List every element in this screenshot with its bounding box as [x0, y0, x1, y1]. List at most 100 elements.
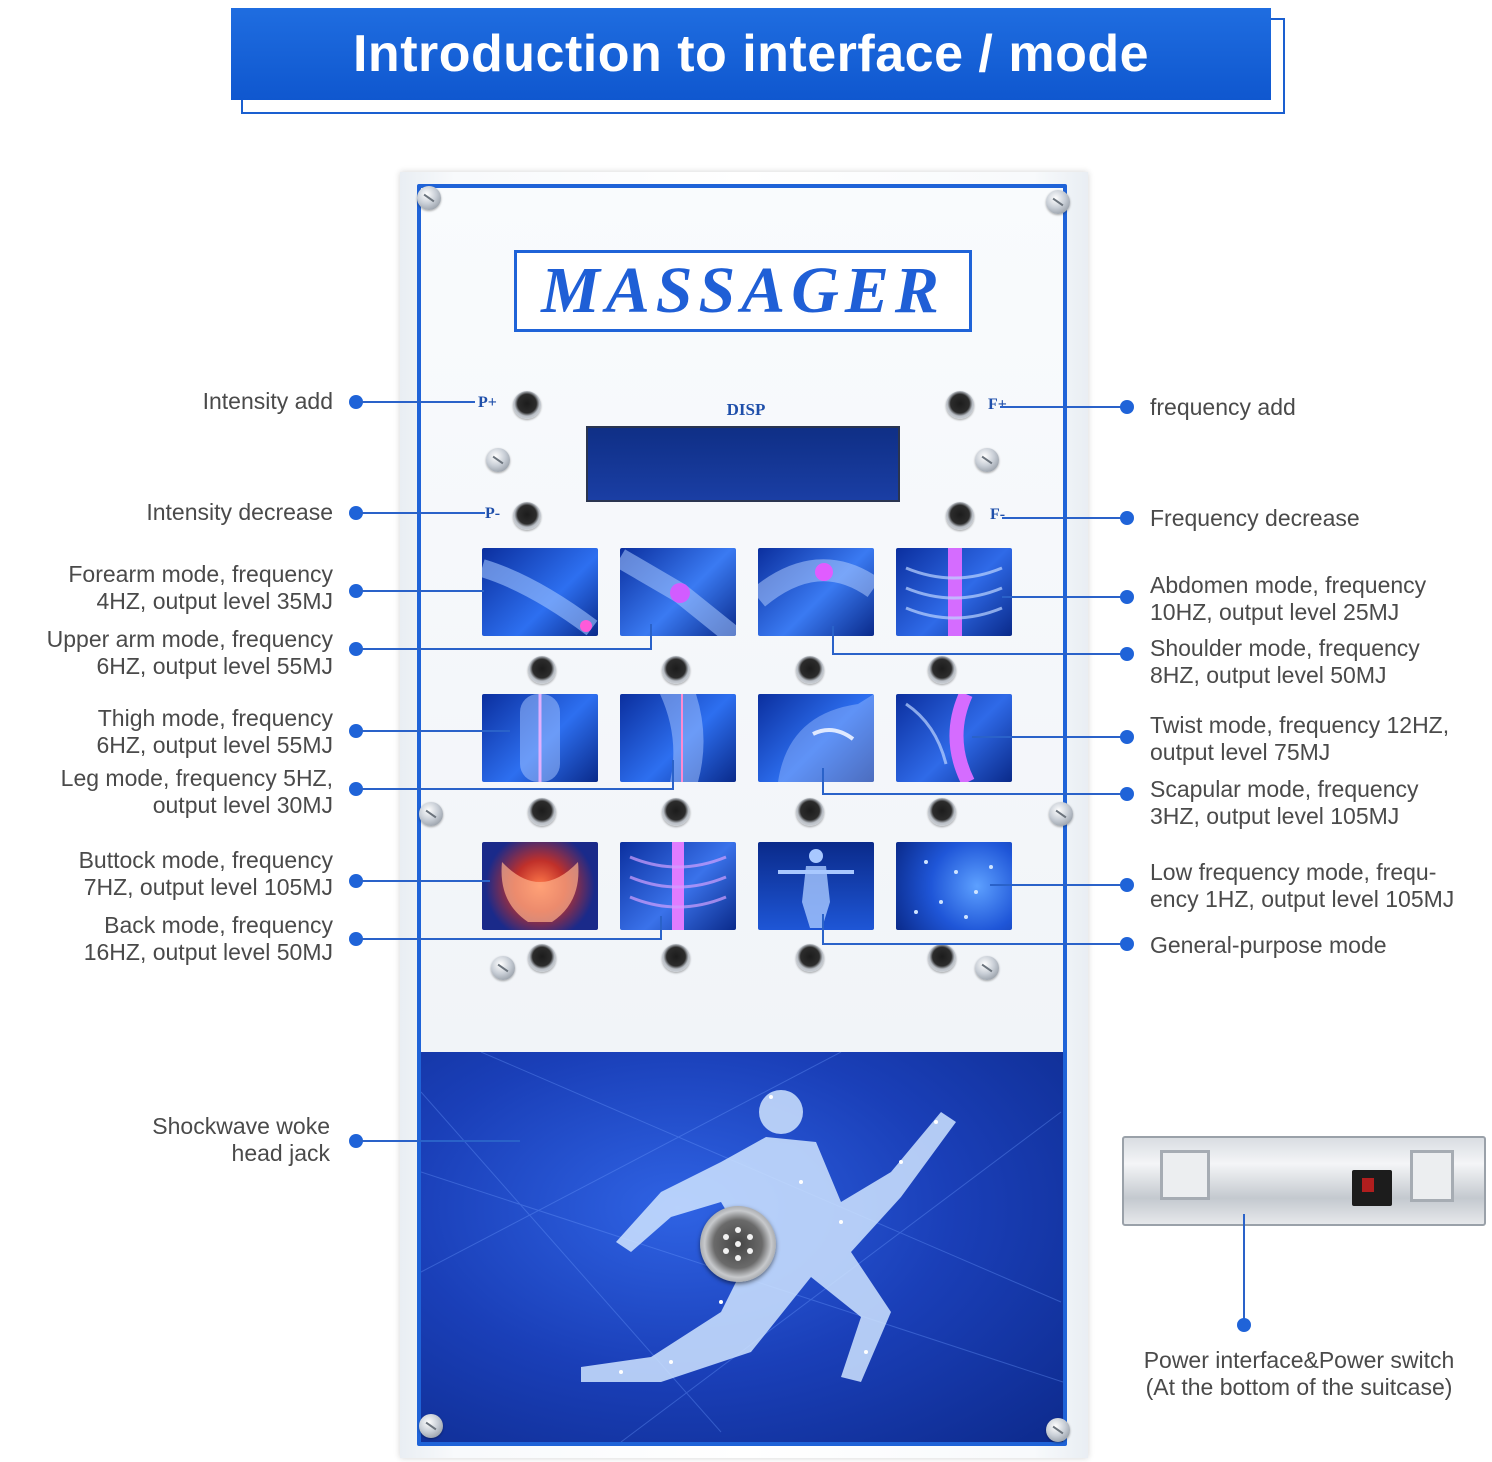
- callout-scapular-line1: Scapular mode, frequency: [1150, 776, 1419, 802]
- callout-thigh-line1: Thigh mode, frequency: [97, 705, 333, 731]
- screw-icon: [419, 1414, 443, 1438]
- callout-abdomen-line2: 10HZ, output level 25MJ: [1150, 599, 1400, 625]
- callout-line: [360, 938, 660, 940]
- callout-line: [360, 730, 510, 732]
- frequency-decrease-button[interactable]: [946, 502, 974, 530]
- p-plus-key-label: P+: [478, 394, 497, 411]
- mode-button[interactable]: [662, 944, 690, 972]
- mode-button[interactable]: [928, 798, 956, 826]
- callout-shoulder-line1: Shoulder mode, frequency: [1150, 635, 1420, 661]
- callout-intensity-add: Intensity add: [202, 388, 333, 414]
- callout-dot: [1120, 937, 1134, 951]
- intensity-decrease-button[interactable]: [513, 502, 541, 530]
- callout-twist-line2: output level 75MJ: [1150, 739, 1331, 765]
- callout-line: [822, 768, 824, 794]
- f-plus-key-label: F+: [988, 396, 1007, 413]
- screw-icon: [1046, 190, 1070, 214]
- callout-line: [822, 943, 1122, 945]
- callout-upper-arm: Upper arm mode, frequency 6HZ, output le…: [0, 626, 333, 680]
- callout-line: [990, 884, 1122, 886]
- callout-dot: [349, 724, 363, 738]
- jack-connector-icon[interactable]: [700, 1206, 776, 1282]
- mode-button[interactable]: [662, 656, 690, 684]
- callout-line: [360, 788, 672, 790]
- power-switch-icon[interactable]: [1352, 1170, 1392, 1206]
- callout-line: [360, 512, 485, 514]
- callout-dot: [1237, 1318, 1251, 1332]
- brand-title: MASSAGER: [541, 254, 945, 327]
- callout-power: Power interface&Power switch (At the bot…: [1110, 1347, 1488, 1401]
- callout-line: [672, 760, 674, 790]
- callout-line: [832, 653, 1122, 655]
- callout-upper-arm-line2: 6HZ, output level 55MJ: [96, 653, 333, 679]
- screw-icon: [975, 448, 999, 472]
- callout-back-line1: Back mode, frequency: [104, 912, 333, 938]
- low-frequency-image: [896, 842, 1012, 930]
- p-minus-key-label: P-: [485, 505, 501, 522]
- callout-frequency-decrease: Frequency decrease: [1150, 505, 1360, 531]
- callout-buttock: Buttock mode, frequency 7HZ, output leve…: [0, 847, 333, 901]
- callout-forearm-line2: 4HZ, output level 35MJ: [96, 588, 333, 614]
- callout-line: [360, 401, 475, 403]
- screw-icon: [975, 956, 999, 980]
- brand-box: MASSAGER: [514, 250, 972, 332]
- mode-button[interactable]: [796, 656, 824, 684]
- callout-dot: [349, 932, 363, 946]
- screw-icon: [486, 448, 510, 472]
- mode-button[interactable]: [662, 798, 690, 826]
- callout-abdomen-line1: Abdomen mode, frequency: [1150, 572, 1427, 598]
- callout-dot: [349, 1134, 363, 1148]
- callout-line: [1002, 596, 1122, 598]
- callout-jack-line2: head jack: [231, 1140, 330, 1166]
- mode-button[interactable]: [928, 656, 956, 684]
- callout-dot: [1120, 647, 1134, 661]
- callout-line: [650, 624, 652, 650]
- lcd-display: [586, 426, 900, 502]
- callout-line: [822, 793, 1122, 795]
- callout-dot: [349, 506, 363, 520]
- callout-dot: [1120, 730, 1134, 744]
- forearm-image: [482, 548, 598, 636]
- thigh-image: [482, 694, 598, 782]
- callout-low-frequency: Low frequency mode, frequ- ency 1HZ, out…: [1150, 859, 1490, 913]
- f-minus-key-label: F-: [990, 506, 1006, 523]
- callout-dot: [1120, 590, 1134, 604]
- mode-button[interactable]: [928, 944, 956, 972]
- callout-forearm-line1: Forearm mode, frequency: [68, 561, 333, 587]
- frequency-add-button[interactable]: [946, 391, 974, 419]
- callout-power-line1: Power interface&Power switch: [1143, 1347, 1455, 1373]
- callout-general-purpose: General-purpose mode: [1150, 932, 1387, 958]
- callout-abdomen: Abdomen mode, frequency 10HZ, output lev…: [1150, 572, 1490, 626]
- suitcase-hinge: [1160, 1150, 1210, 1200]
- callout-leg-line2: output level 30MJ: [152, 792, 333, 818]
- mode-button[interactable]: [528, 656, 556, 684]
- callout-back: Back mode, frequency 16HZ, output level …: [0, 912, 333, 966]
- mode-button[interactable]: [796, 944, 824, 972]
- callout-twist-line1: Twist mode, frequency 12HZ,: [1150, 712, 1450, 738]
- scapula-image: [758, 694, 874, 782]
- callout-leg-line1: Leg mode, frequency 5HZ,: [60, 765, 333, 791]
- elbow-image: [620, 548, 736, 636]
- callout-dot: [349, 395, 363, 409]
- callout-back-line2: 16HZ, output level 50MJ: [83, 939, 333, 965]
- callout-jack: Shockwave woke head jack: [100, 1113, 330, 1167]
- callout-scapular-line2: 3HZ, output level 105MJ: [1150, 803, 1400, 829]
- mode-button[interactable]: [796, 798, 824, 826]
- screw-icon: [417, 186, 441, 210]
- callout-dot: [1120, 787, 1134, 801]
- callout-buttock-line1: Buttock mode, frequency: [78, 847, 333, 873]
- display-label: DISP: [726, 400, 766, 419]
- mode-button[interactable]: [528, 798, 556, 826]
- callout-line: [360, 880, 490, 882]
- intensity-add-button[interactable]: [513, 391, 541, 419]
- callout-dot: [349, 584, 363, 598]
- callout-line: [360, 1140, 520, 1142]
- screw-icon: [1046, 1418, 1070, 1442]
- screw-icon: [491, 956, 515, 980]
- callout-buttock-line2: 7HZ, output level 105MJ: [83, 874, 333, 900]
- callout-dot: [349, 874, 363, 888]
- callout-upper-arm-line1: Upper arm mode, frequency: [46, 626, 333, 652]
- screw-icon: [419, 802, 443, 826]
- mode-button[interactable]: [528, 944, 556, 972]
- callout-line: [1002, 517, 1122, 519]
